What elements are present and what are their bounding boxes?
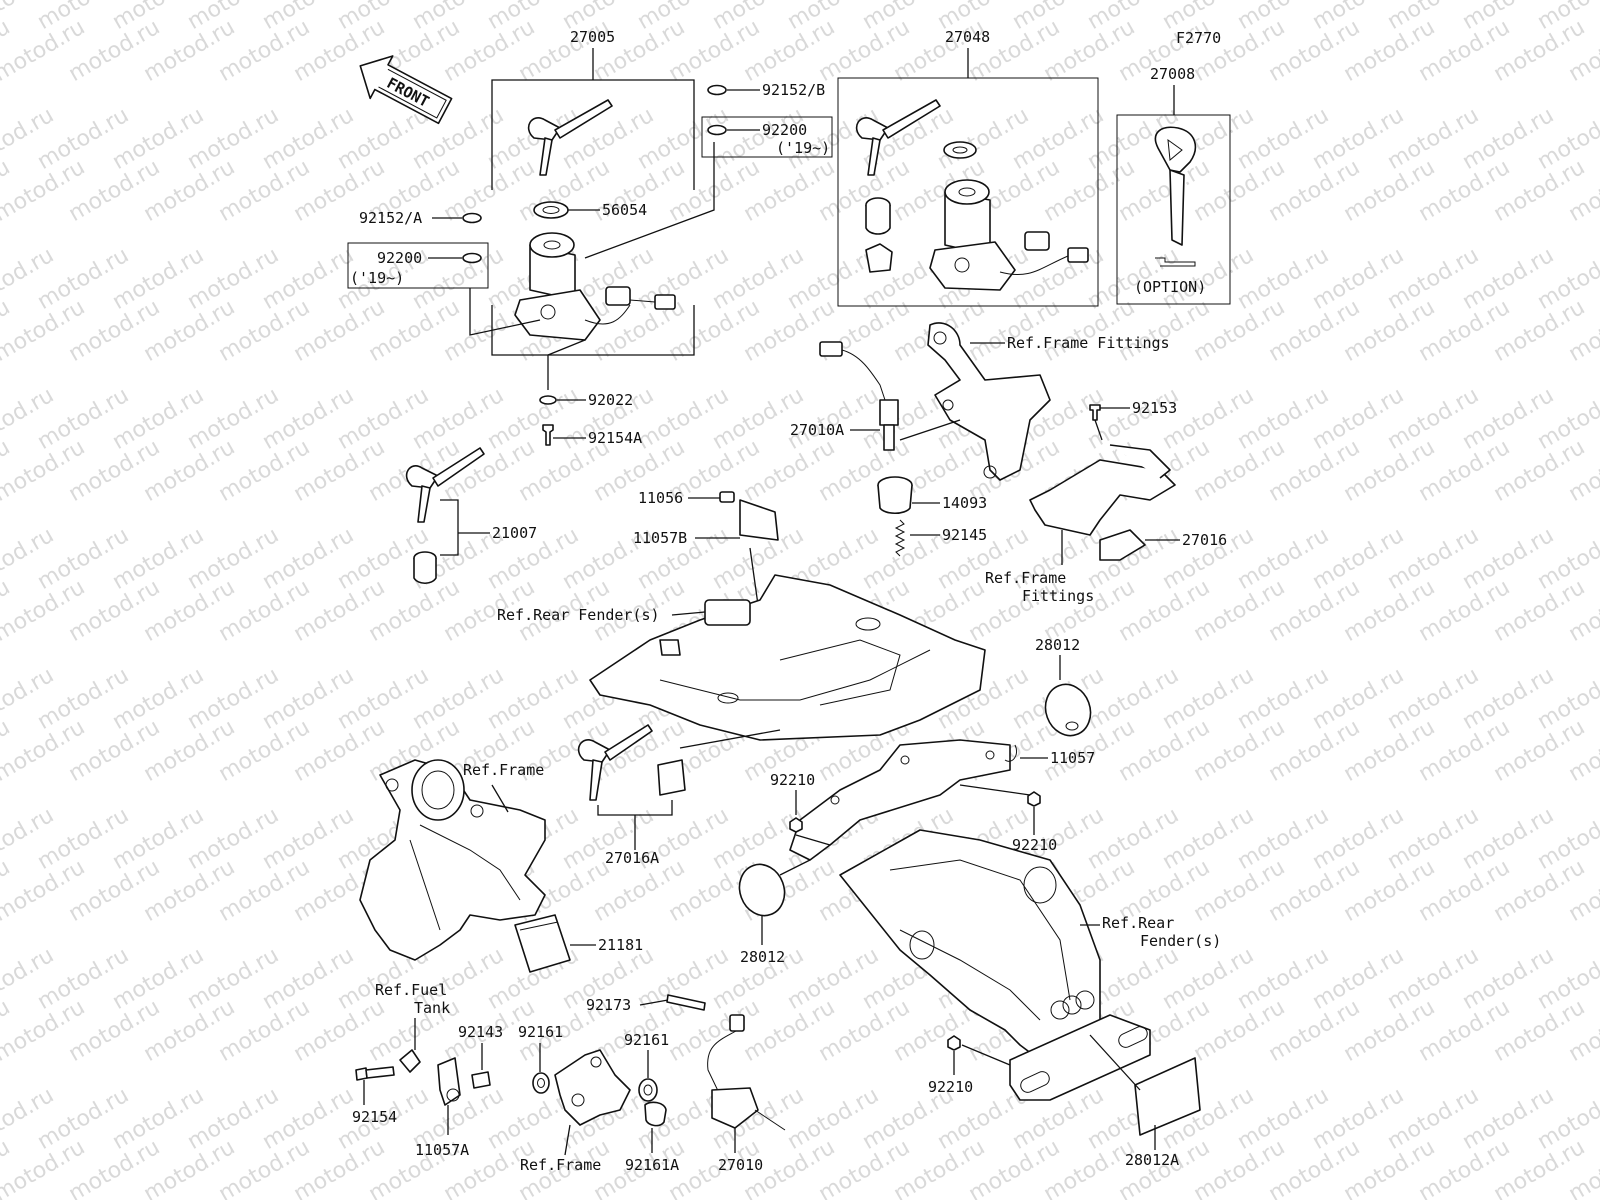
part-92152B-group: 92152/B	[707, 81, 825, 99]
bracket-icon	[865, 243, 893, 273]
label-92153: 92153	[1132, 399, 1177, 417]
part-27016A-group: 27016A	[577, 724, 686, 867]
ignition-switch-icon	[929, 179, 1089, 291]
part-28012-a-group: 28012	[1035, 636, 1092, 737]
part-92154-group: 92154	[352, 1066, 397, 1126]
part-92210-c-group: 92210	[928, 1035, 1011, 1096]
part-92161-b-group: 92161	[624, 1031, 669, 1102]
label-92145: 92145	[942, 526, 987, 544]
label-92143: 92143	[458, 1023, 503, 1041]
key-icon	[855, 99, 941, 176]
label-92200-a-year: ('19~)	[776, 139, 830, 157]
label-28012-b: 28012	[740, 948, 785, 966]
ref-rear-fender-line1: Ref.Rear	[1102, 914, 1174, 932]
rear-fender-tray-group: Ref.Rear Fender(s)	[497, 574, 986, 749]
ref-rear-fender-line2: Fender(s)	[1140, 932, 1221, 950]
part-27005-group: 27005 56054 92022 92154A	[491, 28, 695, 447]
label-27010: 27010	[718, 1156, 763, 1174]
label-92200-a: 92200	[762, 121, 807, 139]
label-11057A: 11057A	[415, 1141, 469, 1159]
label-92152A: 92152/A	[359, 209, 422, 227]
label-27010A: 27010A	[790, 421, 844, 439]
part-27008-group: 27008 (OPTION)	[1116, 65, 1231, 305]
label-92210-c: 92210	[928, 1078, 973, 1096]
label-28012-a: 28012	[1035, 636, 1080, 654]
label-92161-b: 92161	[624, 1031, 669, 1049]
part-21007-group: 21007	[405, 447, 537, 585]
label-11056: 11056	[638, 489, 683, 507]
label-27008-option: (OPTION)	[1134, 278, 1206, 296]
part-21181-group: 21181	[514, 914, 643, 973]
part-92161A-group: 92161A	[625, 1101, 679, 1174]
part-92210-b-group: 92210	[959, 784, 1057, 854]
part-92173-group: 92173	[586, 994, 706, 1014]
label-92161-a: 92161	[518, 1023, 563, 1041]
label-92173: 92173	[586, 996, 631, 1014]
key-icon	[405, 447, 485, 523]
part-27010A-group: 27010A	[790, 341, 961, 451]
label-28012A: 28012A	[1125, 1151, 1179, 1169]
ref-fuel-tank-line2: Tank	[414, 999, 450, 1017]
label-21007: 21007	[492, 524, 537, 542]
label-92200-b-year: ('19~)	[350, 269, 404, 287]
label-11057B: 11057B	[633, 529, 687, 547]
part-11057A-group: 11057A	[415, 1057, 469, 1159]
key-icon	[527, 99, 613, 176]
part-92210-a-group: 92210	[770, 771, 831, 846]
part-92153-group: 92153	[1089, 399, 1177, 441]
part-92143-group: 92143	[458, 1023, 503, 1089]
ref-frame-left: Ref.Frame	[463, 761, 544, 779]
key-icon	[577, 724, 653, 801]
figure-code: F2770	[1176, 29, 1221, 47]
label-21181: 21181	[598, 936, 643, 954]
part-14093-group: 14093	[877, 476, 987, 515]
part-11057-group: 11057	[789, 739, 1095, 861]
label-27005: 27005	[570, 28, 615, 46]
ref-frame-fittings-line1: Ref.Frame	[985, 569, 1066, 587]
part-92161-a-group: 92161	[518, 1023, 563, 1094]
label-27048: 27048	[945, 28, 990, 46]
ref-frame-fittings-line2: Fittings	[1022, 587, 1094, 605]
ref-frame-fittings-top: Ref.Frame Fittings	[1007, 334, 1170, 352]
washer-92022-icon	[539, 395, 557, 405]
label-27016A: 27016A	[605, 849, 659, 867]
label-92200-b: 92200	[377, 249, 422, 267]
lock-cylinder-icon	[865, 197, 891, 235]
frame-left-group: Ref.Frame	[359, 759, 546, 961]
frame-fittings-bracket-group: Ref.Frame Fittings	[927, 322, 1170, 481]
label-92022: 92022	[588, 391, 633, 409]
label-92154: 92154	[352, 1108, 397, 1126]
label-92210-a: 92210	[770, 771, 815, 789]
part-92200-b-group: 92200 ('19~)	[347, 242, 541, 336]
label-92161A: 92161A	[625, 1156, 679, 1174]
ref-fuel-tank-group: Ref.Fuel Tank	[375, 981, 450, 1073]
part-92152A-group: 92152/A	[359, 209, 482, 227]
ref-frame-bottom: Ref.Frame	[520, 1156, 601, 1174]
label-14093: 14093	[942, 494, 987, 512]
label-92154A: 92154A	[588, 429, 642, 447]
part-27010-group: 27010	[707, 1014, 786, 1174]
ignition-switch-icon	[514, 232, 676, 341]
label-27016: 27016	[1182, 531, 1227, 549]
label-11057: 11057	[1050, 749, 1095, 767]
label-92152B: 92152/B	[762, 81, 825, 99]
part-27016-group: 27016 Ref.Frame Fittings	[985, 444, 1227, 605]
screw-92154A-icon	[542, 424, 554, 446]
frame-bracket-bottom-group: Ref.Frame	[520, 1049, 631, 1174]
ref-fuel-tank-line1: Ref.Fuel	[375, 981, 447, 999]
part-92200-a-group: 92200 ('19~)	[584, 116, 833, 259]
key-blank-icon	[1154, 126, 1197, 267]
part-92145-group: 92145	[894, 519, 987, 557]
rear-fender-lower-group: Ref.Rear Fender(s)	[839, 829, 1221, 1101]
part-28012-b-group: 28012	[738, 859, 811, 966]
washer-56054-icon	[533, 201, 569, 219]
part-28012A-group: 28012A	[1089, 1034, 1201, 1169]
part-27048-group: 27048	[837, 28, 1099, 307]
ref-rear-fender-top: Ref.Rear Fender(s)	[497, 606, 660, 624]
label-92210-b: 92210	[1012, 836, 1057, 854]
label-56054: 56054	[602, 201, 647, 219]
label-27008: 27008	[1150, 65, 1195, 83]
